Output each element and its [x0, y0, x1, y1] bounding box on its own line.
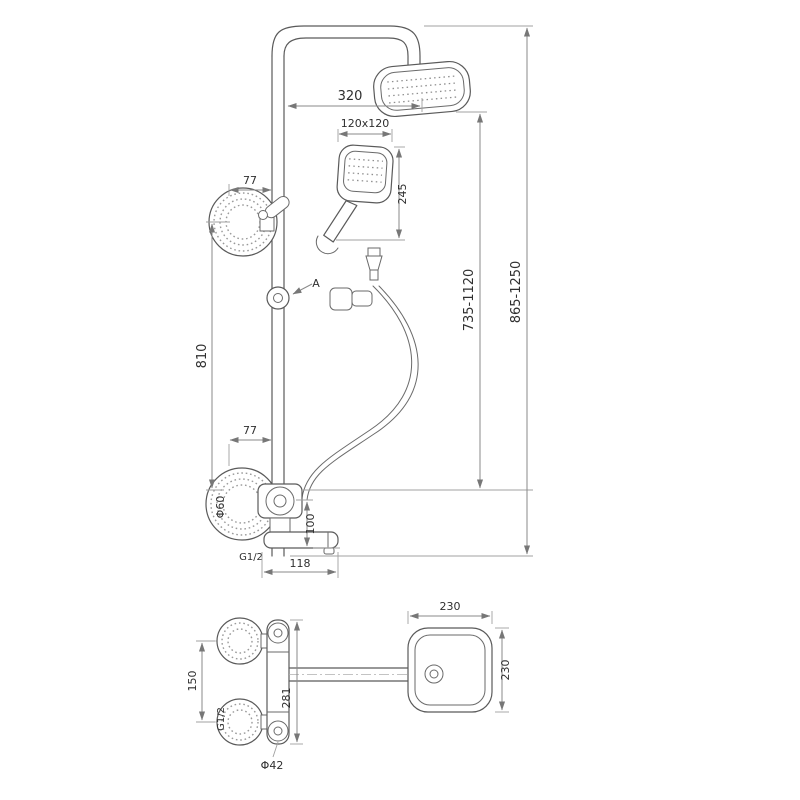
upper-wall-flange [208, 187, 290, 257]
dim-handshower-length: 245 [336, 146, 409, 241]
dim-lower-flange-offset: 77 [228, 424, 272, 466]
dim-inlet-spacing: 150 [186, 640, 215, 723]
dim-riser-height-range-label: 735-1120 [462, 269, 477, 332]
dim-spout-length-label: 118 [290, 557, 311, 570]
dim-handshower-length-label: 245 [396, 184, 409, 205]
wall-inlet-lower [212, 698, 270, 746]
knob-diameter-label: Φ42 [261, 759, 284, 772]
overhead-shower-plan [407, 627, 493, 713]
front-view: A [195, 25, 533, 578]
dim-slide-bar-length-label: 810 [195, 344, 210, 369]
hand-shower [315, 144, 394, 255]
shower-hose [301, 285, 419, 501]
dim-handshower-face-label: 120x120 [341, 117, 390, 130]
dim-spout-drop: 100 [296, 499, 340, 549]
dim-spout-length: 118 [261, 552, 339, 578]
spout [263, 531, 339, 549]
hose-connector [365, 247, 383, 281]
mixer-body [257, 483, 339, 555]
top-view: 230 230 150 281 G1/2 Φ42 [186, 600, 512, 772]
dim-head-width-label: 230 [440, 600, 461, 613]
dim-upper-flange-offset: 77 [228, 174, 272, 196]
dim-riser-height-range: 735-1120 [302, 111, 533, 491]
flange-diameter-label: Φ60 [214, 496, 227, 519]
knob-diameter: Φ42 [261, 741, 284, 772]
dim-valve-body-length-label: 281 [280, 688, 293, 709]
valve-body [266, 619, 290, 745]
dim-overall-height-range: 865-1250 [290, 25, 533, 557]
dim-head-width: 230 [407, 600, 493, 624]
wall-inlet-upper [212, 617, 270, 665]
section-marker-label: A [312, 277, 320, 290]
inlet-thread-top-label: G1/2 [216, 707, 227, 731]
dim-arm-length: 320 [287, 89, 423, 112]
dim-overall-height-range-label: 865-1250 [509, 261, 524, 324]
inlet-thread-label: G1/2 [239, 552, 263, 563]
dim-handshower-face: 120x120 [337, 117, 393, 142]
flow-knob [267, 720, 289, 742]
dim-head-depth-label: 230 [499, 660, 512, 681]
handshower-hook [315, 235, 339, 255]
dim-inlet-spacing-label: 150 [186, 671, 199, 692]
dim-head-depth: 230 [495, 627, 512, 713]
dim-lower-flange-offset-label: 77 [243, 424, 257, 437]
section-arrow: A [292, 277, 320, 295]
dim-spout-drop-label: 100 [304, 514, 317, 535]
overhead-shower-head [373, 60, 471, 118]
dim-valve-body-length: 281 [280, 619, 303, 745]
dim-arm-length-label: 320 [338, 89, 363, 104]
temperature-knob [267, 622, 289, 644]
dim-upper-flange-offset-label: 77 [243, 174, 257, 187]
dim-slide-bar-length: 810 [195, 221, 230, 491]
slider-bracket [266, 286, 373, 311]
